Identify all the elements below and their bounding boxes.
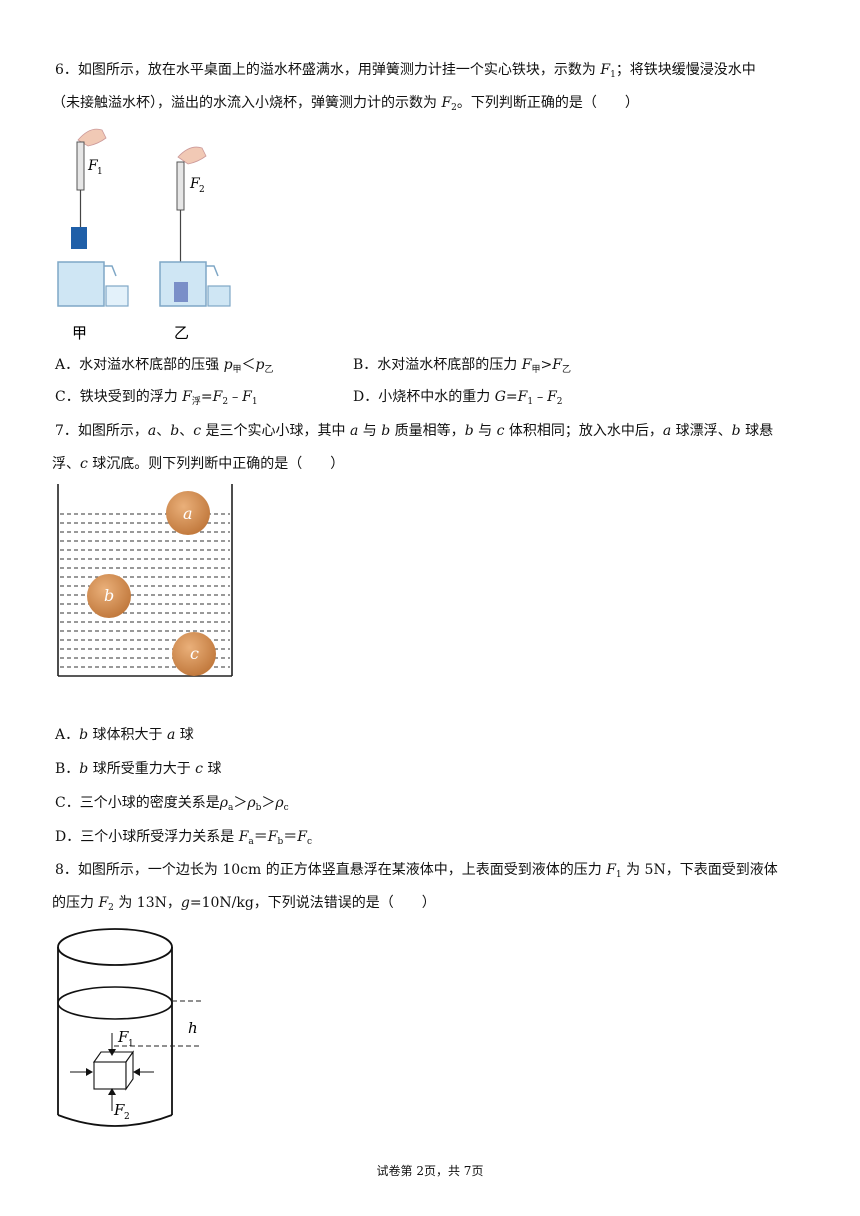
hand-icon	[77, 128, 107, 147]
spring-scale-right	[176, 161, 185, 211]
q7-option-a[interactable]: A．b 球体积大于 a 球	[55, 727, 194, 743]
q6-option-c[interactable]: C．铁块受到的浮力 F浮=F2﹣F1	[55, 389, 258, 407]
ball-c-label: c	[190, 644, 199, 663]
q6-option-a[interactable]: A．水对溢水杯底部的压强 p甲＜p乙	[55, 357, 274, 375]
arrow-right-icon	[86, 1068, 93, 1076]
caption-yi: 乙	[174, 324, 189, 342]
svg-text:1: 1	[128, 1039, 134, 1049]
label-F1: F	[87, 158, 99, 174]
q8-stem-line2: 的压力 F2 为 13N，g=10N/kg，下列说法错误的是（ ）	[52, 895, 436, 913]
iron-block-left	[71, 227, 87, 249]
ball-b	[87, 574, 131, 618]
ball-a-label: a	[183, 504, 193, 523]
q7-option-d[interactable]: D．三个小球所受浮力关系是 Fa＝Fb＝Fc	[55, 829, 313, 847]
arrow-up-icon	[108, 1088, 116, 1095]
ball-b-label: b	[104, 586, 114, 605]
liquid-surface	[57, 986, 173, 1020]
label-F1-sub: 1	[97, 167, 103, 177]
label-F2-q8: F	[113, 1101, 125, 1119]
q7-option-b[interactable]: B．b 球所受重力大于 c 球	[55, 761, 222, 777]
q6-figure: F 1 甲 F 2 乙	[57, 128, 231, 342]
q6-stem-line2: （未接触溢水杯），溢出的水流入小烧杯，弹簧测力计的示数为 F2。下列判断正确的是…	[52, 95, 639, 113]
spring-scale-left	[76, 141, 85, 191]
q8-stem-line1: 8．如图所示，一个边长为 10cm 的正方体竖直悬浮在某液体中，上表面受到液体的…	[55, 862, 778, 880]
q7-figure: a b c	[57, 484, 233, 677]
label-F1-q8: F	[117, 1028, 129, 1046]
hand-icon	[177, 146, 207, 165]
small-beaker-right	[207, 285, 231, 307]
arrow-down-icon	[108, 1049, 116, 1056]
q6-option-d[interactable]: D．小烧杯中水的重力 G=F1﹣F2	[353, 389, 563, 407]
ball-c	[172, 632, 216, 676]
caption-jia: 甲	[72, 324, 87, 342]
q6-option-b[interactable]: B．水对溢水杯底部的压力 F甲>F乙	[353, 357, 571, 375]
q6-stem-line1: 6．如图所示，放在水平桌面上的溢水杯盛满水，用弹簧测力计挂一个实心铁块，示数为 …	[55, 62, 756, 80]
q7-stem-line2: 浮、c 球沉底。则下列判断中正确的是（ ）	[52, 456, 345, 472]
arrow-left-icon	[133, 1068, 140, 1076]
svg-text:2: 2	[124, 1112, 130, 1122]
label-F2-sub: 2	[199, 185, 205, 195]
small-beaker-left	[105, 285, 129, 307]
container-rim	[57, 928, 173, 966]
page-footer: 试卷第 2页，共 7页	[376, 1164, 484, 1178]
iron-block-right	[174, 282, 188, 302]
label-F2: F	[189, 176, 201, 192]
q8-figure: h F 1 F 2	[57, 928, 202, 1127]
ball-a	[166, 491, 210, 535]
overflow-cup-left	[57, 261, 105, 307]
q7-stem-line1: 7．如图所示，a、b、c 是三个实心小球，其中 a 与 b 质量相等，b 与 c…	[55, 423, 774, 439]
label-h: h	[188, 1019, 198, 1037]
q7-option-c[interactable]: C．三个小球的密度关系是ρa＞ρb＞ρc	[55, 795, 289, 813]
